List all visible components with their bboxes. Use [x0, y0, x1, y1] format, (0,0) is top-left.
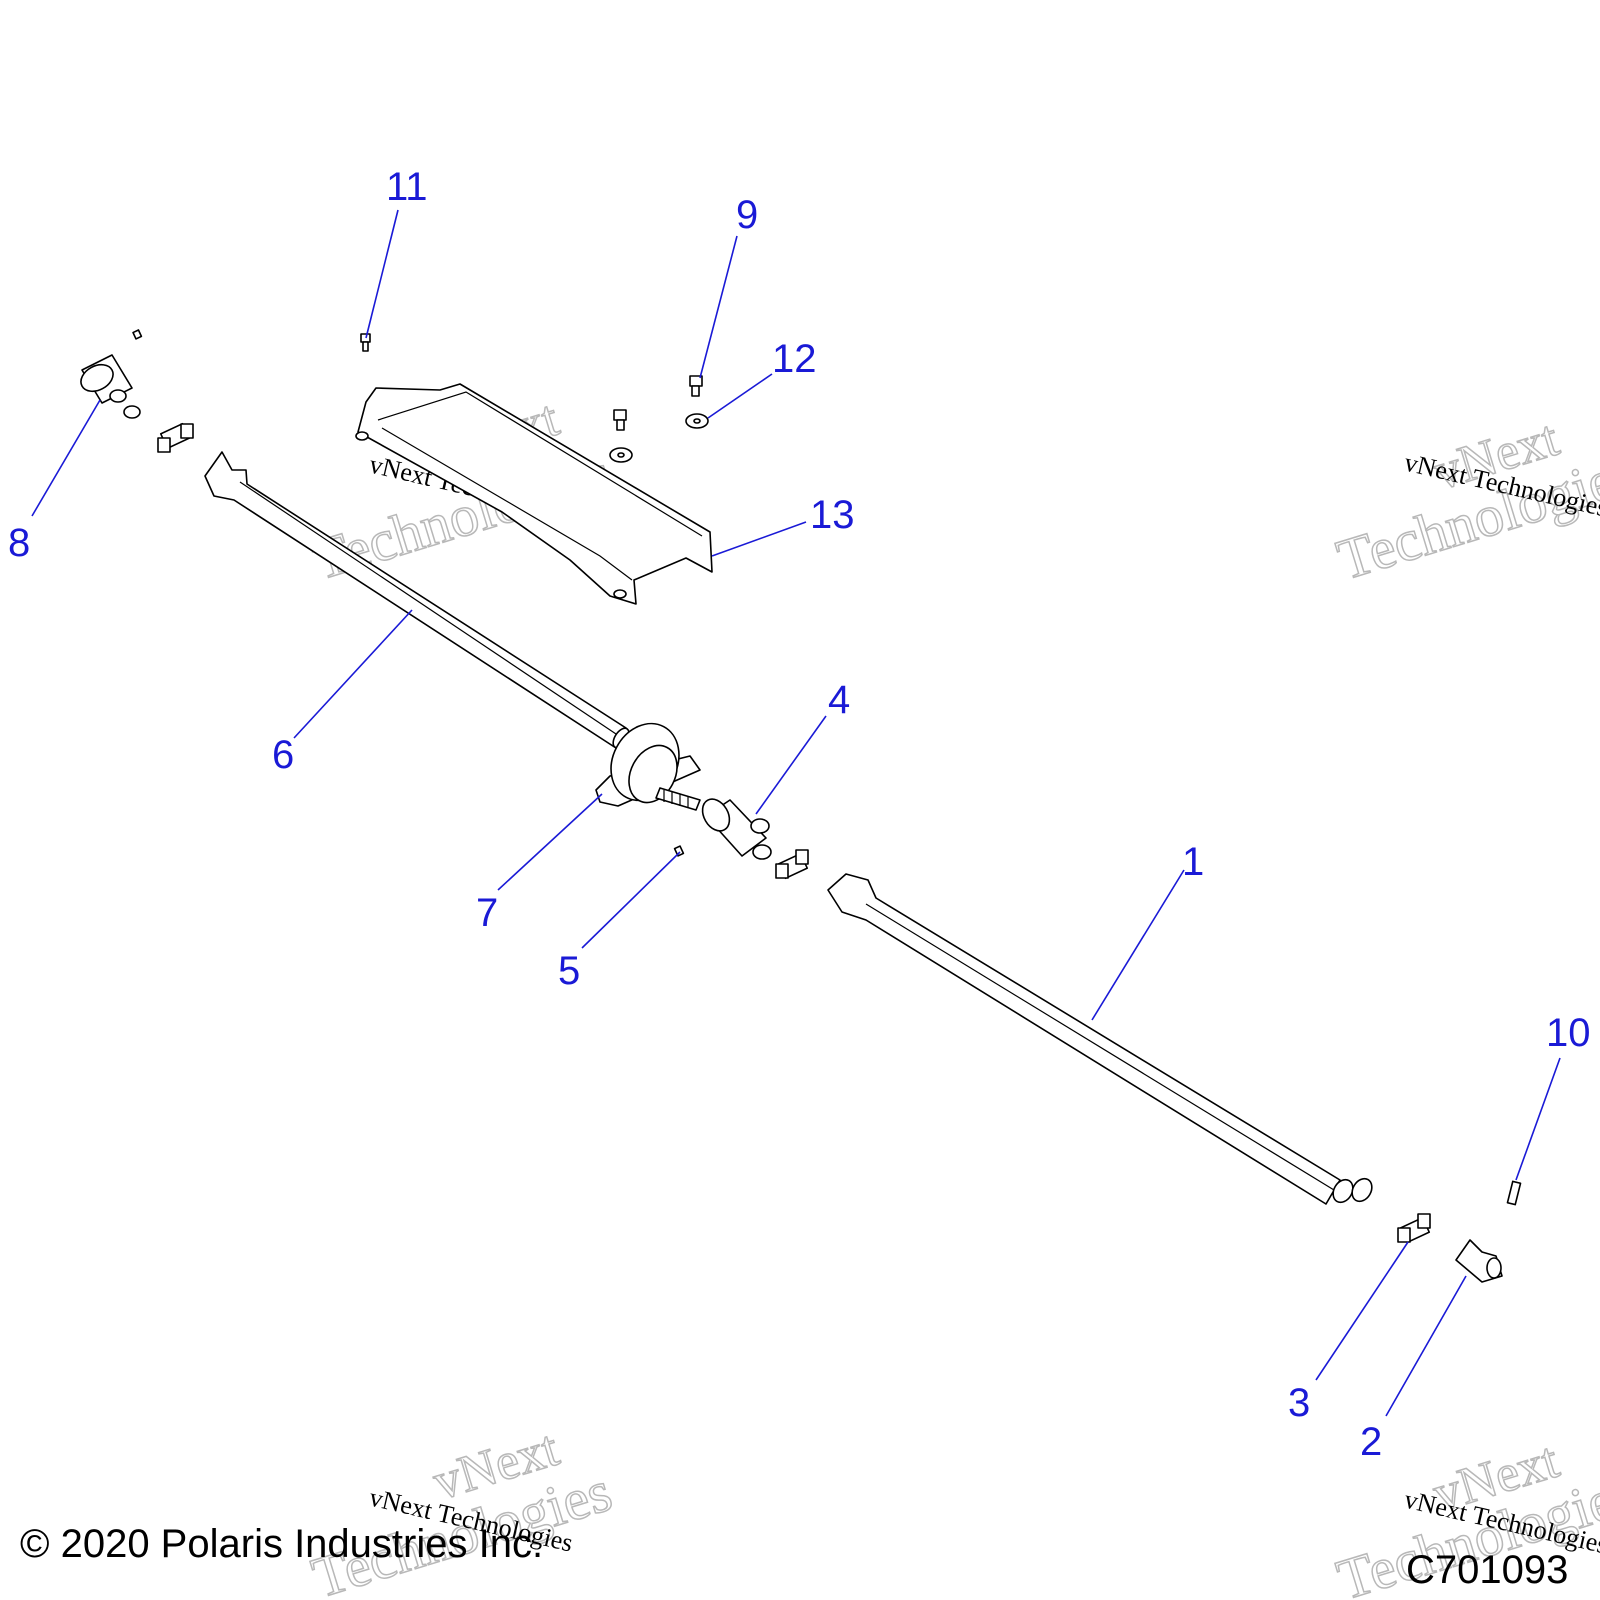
callout-2: 2: [1360, 1420, 1382, 1464]
callout-13: 13: [810, 493, 855, 537]
leader-7: [497, 793, 603, 891]
leader-12: [707, 373, 773, 419]
part-3-rear-u-joint: [1397, 1213, 1431, 1244]
leader-10: [1515, 1057, 1561, 1181]
callout-11: 11: [386, 165, 428, 209]
callout-9: 9: [736, 193, 758, 237]
leader-1: [1091, 869, 1185, 1021]
part-6-front-shaft: [204, 451, 630, 749]
part-2-rear-yoke: [1455, 1239, 1503, 1283]
u-joint-center: [775, 849, 809, 880]
callout-1: 1: [1182, 840, 1204, 884]
callout-8: 8: [8, 521, 30, 565]
part-8-yoke: [80, 354, 141, 419]
leader-11: [365, 209, 399, 339]
grease-fitting-small: [132, 329, 143, 340]
leader-13: [711, 521, 807, 557]
drawing-number: C701093: [1406, 1548, 1568, 1592]
part-4-slip-yoke: [701, 798, 772, 860]
part-10-pin: [1506, 1180, 1522, 1206]
callout-numbers: 1 2 3 4 5 6 7 8 9 10 11 12 13: [8, 165, 1591, 1464]
callout-10: 10: [1546, 1011, 1591, 1055]
washer: [609, 447, 633, 463]
callout-4: 4: [828, 678, 850, 722]
leader-9: [699, 235, 738, 379]
copyright-text: © 2020 Polaris Industries Inc.: [20, 1522, 543, 1566]
part-9-bolt: [689, 375, 703, 397]
bolt: [613, 409, 627, 431]
leader-lines: [31, 209, 1561, 1417]
callout-5: 5: [558, 949, 580, 993]
callout-6: 6: [272, 733, 294, 777]
part-5-grease-fitting: [673, 845, 685, 857]
leader-8: [31, 399, 101, 517]
leader-2: [1385, 1275, 1467, 1417]
leader-5: [581, 851, 681, 949]
u-joint-front: [157, 422, 194, 453]
callout-3: 3: [1288, 1381, 1310, 1425]
part-13-heat-shield: [355, 383, 713, 605]
leader-4: [755, 715, 827, 815]
callout-12: 12: [772, 337, 817, 381]
part-12-washer: [685, 413, 709, 429]
callout-7: 7: [476, 891, 498, 935]
leader-6: [293, 609, 413, 739]
part-1-rear-shaft: [827, 873, 1373, 1205]
part-11-bolt: [360, 333, 371, 352]
leader-3: [1315, 1241, 1409, 1381]
part-7-center-bearing: [595, 722, 701, 811]
